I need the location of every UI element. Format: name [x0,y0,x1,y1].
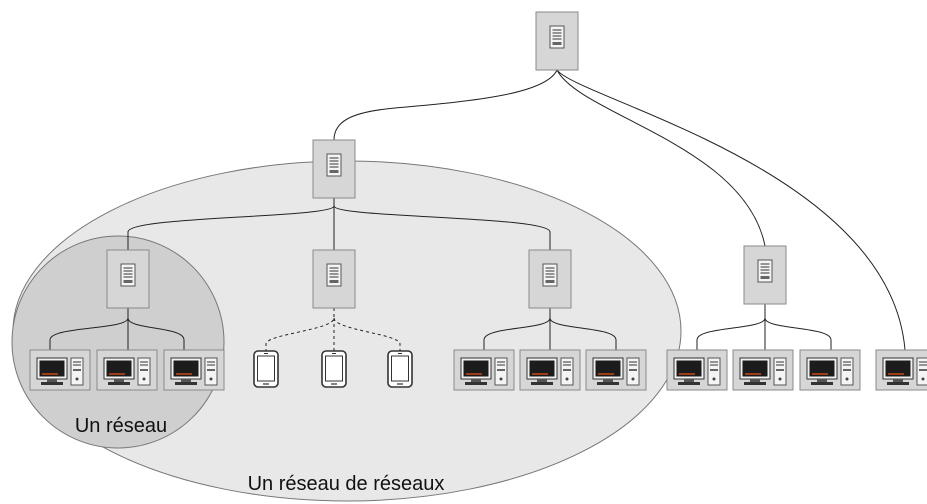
link-router-2-tablet-3 [333,317,401,351]
link-hub-router-3 [333,198,551,250]
desktop-computer-icon [96,349,158,391]
router-4-server-icon [743,245,787,305]
desktop-computer-icon [519,349,581,391]
desktop-computer-icon [163,349,225,391]
router-3-server-icon [528,249,572,309]
network-of-networks-label: Un réseau de réseaux [248,473,445,495]
router-1-server-icon [106,249,150,309]
link-router-4-pc-3 [764,317,832,350]
link-router-3-pc-1 [483,308,551,350]
single-network-region [11,235,225,449]
links [49,69,906,351]
desktop-computer-icon [453,349,515,391]
tablet-icon [321,350,347,388]
link-router-1-pc-1 [49,308,129,350]
link-router-1-pc-3 [127,317,185,350]
link-root-endpoint [556,69,906,351]
tablet-icon [253,350,279,388]
desktop-computer-icon [666,349,728,391]
link-root-hub [333,69,558,141]
desktop-computer-icon [29,349,91,391]
single-network-label: Un réseau [75,415,167,437]
desktop-computer-icon [799,349,861,391]
link-hub-router-1 [127,198,335,250]
tablet-icon [387,350,413,388]
root-server-icon [535,11,579,71]
hub-server-icon [312,139,356,199]
router-2-server-icon [312,249,356,309]
link-router-3-pc-3 [549,317,617,350]
link-router-4-pc-1 [696,304,766,350]
desktop-computer-icon [585,349,647,391]
desktop-computer-icon [875,349,927,391]
link-root-router-4 [556,69,766,247]
desktop-computer-icon [732,349,794,391]
